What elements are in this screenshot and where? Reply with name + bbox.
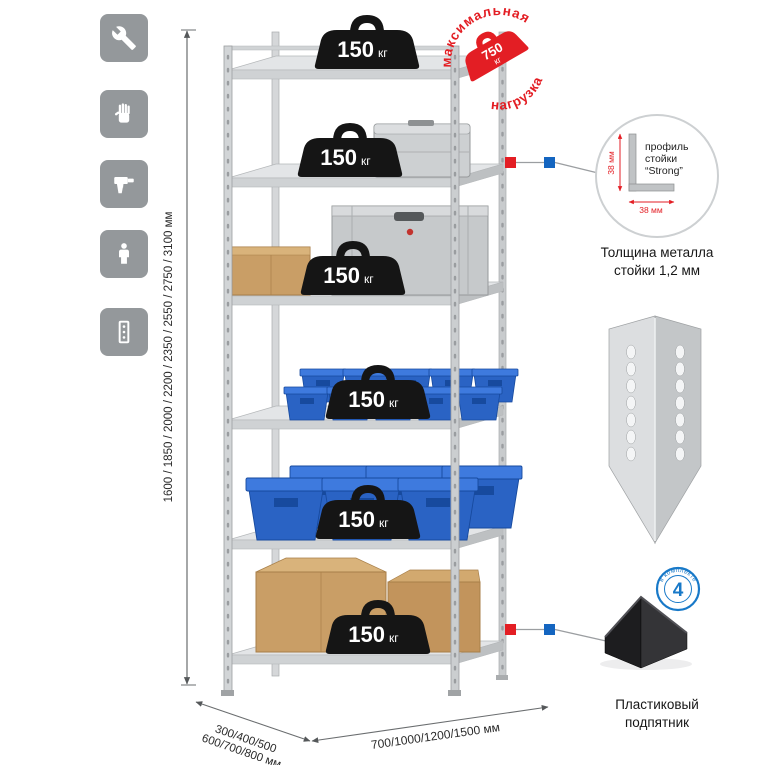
rack xyxy=(221,31,523,696)
svg-text:кг: кг xyxy=(379,516,389,530)
corner-post-graphic xyxy=(608,315,702,545)
svg-text:кг: кг xyxy=(378,46,388,60)
profile-label: профиль xyxy=(645,141,689,153)
profile-label: стойки xyxy=(645,153,677,165)
foot-caption: Пластиковый подпятник xyxy=(615,697,699,730)
max-load-stamp: максимальная нагрузка 750 кг xyxy=(422,0,552,122)
profile-caption: Толщина металла стойки 1,2 мм xyxy=(600,245,714,278)
height-label: 1600 / 1850 / 2000 / 2200 / 2350 / 2550 … xyxy=(163,212,175,503)
drill-icon xyxy=(100,160,148,208)
depth-dimension: 300/400/500 600/700/800 мм xyxy=(195,701,311,765)
person-height-icon xyxy=(100,230,148,278)
shelf-load-badge: 150 кг xyxy=(300,241,406,295)
svg-text:кг: кг xyxy=(492,54,503,66)
svg-text:150: 150 xyxy=(320,145,357,170)
svg-text:нагрузка: нагрузка xyxy=(484,69,551,122)
red-marker xyxy=(505,157,516,168)
svg-text:кг: кг xyxy=(389,631,399,645)
wrench-icon xyxy=(100,14,148,62)
blue-marker xyxy=(544,157,555,168)
height-dimension: 1600 / 1850 / 2000 / 2200 / 2350 / 2550 … xyxy=(163,29,196,686)
svg-text:кг: кг xyxy=(389,396,399,410)
svg-text:150: 150 xyxy=(337,37,374,62)
included-count-badge: 4 в комплекте xyxy=(655,566,701,612)
callout-bottom xyxy=(505,624,607,642)
glove-icon xyxy=(100,90,148,138)
callout-top xyxy=(505,157,599,174)
badge-count: 4 xyxy=(673,580,684,601)
svg-text:кг: кг xyxy=(361,154,371,168)
svg-text:150: 150 xyxy=(338,507,375,532)
cardboard-box-small xyxy=(231,246,311,296)
post-profile-detail: 38 мм 38 мм профиль стойки “Strong” xyxy=(595,114,719,238)
svg-text:150: 150 xyxy=(323,263,360,288)
shelf-load-badge: 150 кг xyxy=(315,485,421,539)
shelf-load-badge: 150 кг xyxy=(314,15,420,69)
red-marker xyxy=(505,624,516,635)
plastic-foot-graphic xyxy=(600,595,692,670)
shelf-load-badge: 150 кг xyxy=(325,365,431,419)
svg-text:150: 150 xyxy=(348,622,385,647)
profile-dim-horizontal: 38 мм xyxy=(639,205,663,215)
profile-dim-vertical: 38 мм xyxy=(606,151,616,175)
svg-text:150: 150 xyxy=(348,387,385,412)
width-label: 700/1000/1200/1500 мм xyxy=(370,720,501,752)
profile-label: “Strong” xyxy=(645,165,683,177)
blue-marker xyxy=(544,624,555,635)
rack-post-icon xyxy=(100,308,148,356)
shelf-load-badge: 150 кг xyxy=(297,123,403,177)
width-dimension: 700/1000/1200/1500 мм xyxy=(311,705,549,752)
svg-text:кг: кг xyxy=(364,272,374,286)
shelf-load-badge: 150 кг xyxy=(325,600,431,654)
